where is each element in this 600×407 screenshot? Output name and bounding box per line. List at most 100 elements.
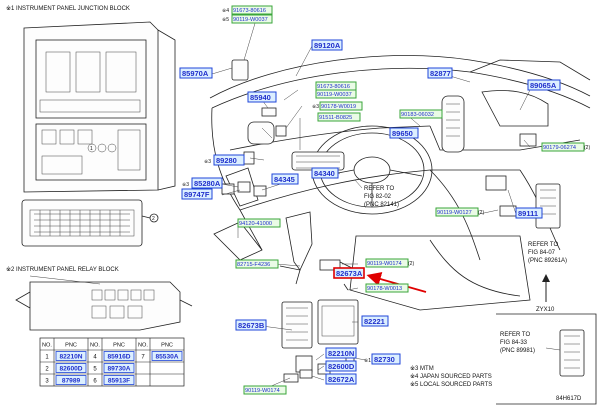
label-84340[interactable]: 84340 [311, 167, 339, 179]
svg-text:94120-41000: 94120-41000 [239, 221, 272, 227]
svg-text:82600D: 82600D [328, 362, 355, 371]
svg-text:82672A: 82672A [328, 375, 355, 384]
svg-text:85940: 85940 [250, 93, 271, 102]
svg-text:89650: 89650 [392, 129, 413, 138]
table-pnc-box[interactable] [55, 351, 87, 361]
mark-japan-1: ※4 [222, 8, 229, 14]
code-90179-06274[interactable]: 90179-06274 [541, 142, 585, 152]
svg-text:90119-W0174: 90119-W0174 [367, 261, 402, 267]
table-no: 4 [93, 355, 97, 361]
table-pnc[interactable]: 82210N [59, 354, 82, 361]
table-pnc[interactable]: 85530A [155, 354, 178, 361]
table-header: NO. [138, 343, 148, 349]
label-82730[interactable]: 82730 [371, 353, 401, 365]
qty-mark-3: (2) [408, 261, 414, 267]
code-90183-06032[interactable]: 90183-06032 [399, 109, 443, 119]
table-pnc[interactable]: 82600D [59, 366, 82, 373]
table-header: PNC [65, 343, 77, 349]
label-82673B[interactable]: 82673B [235, 319, 267, 331]
label-84345[interactable]: 84345 [271, 173, 299, 185]
svg-text:82877: 82877 [430, 69, 451, 78]
svg-text:82673B: 82673B [238, 321, 265, 330]
table-pnc[interactable]: 89730A [107, 366, 130, 373]
svg-text:89065A: 89065A [530, 81, 557, 90]
svg-text:91511-B0825: 91511-B0825 [319, 115, 352, 121]
zyx-code: ZYX10 [536, 307, 555, 313]
svg-text:89120A: 89120A [314, 41, 341, 50]
table-pnc[interactable]: 85913F [108, 378, 130, 385]
code-90119-W0037-a[interactable]: 90119-W0037 [231, 14, 273, 24]
table-pnc-box[interactable] [55, 375, 87, 385]
callout-1: 1 [90, 146, 93, 152]
code-91511-B0825[interactable]: 91511-B0825 [317, 112, 361, 122]
table-pnc[interactable]: 87989 [62, 378, 81, 385]
code-90119-W0174-b[interactable]: 90119-W0174 [243, 385, 287, 395]
svg-text:90178-W0019: 90178-W0019 [321, 104, 356, 110]
label-89111[interactable]: 89111 [515, 207, 543, 219]
svg-text:REFER TO: REFER TO [364, 186, 394, 192]
label-82672A[interactable]: 82672A [325, 373, 357, 385]
code-90119-W0127[interactable]: 90119-W0127 [435, 207, 479, 217]
mark-mtm-1: ※3 [312, 104, 319, 110]
svg-text:90179-06274: 90179-06274 [543, 145, 576, 151]
table-no: 3 [45, 379, 49, 385]
table-no: 5 [93, 367, 97, 373]
table-pnc-box[interactable] [103, 351, 135, 361]
label-82221[interactable]: 82221 [361, 315, 389, 327]
table-no: 2 [45, 367, 49, 373]
mark-mtm-3: ※3 [182, 182, 189, 188]
svg-text:82730: 82730 [374, 355, 395, 364]
code-91673-80616-b[interactable]: 91673-80616 [315, 81, 357, 91]
svg-text:91673-80616: 91673-80616 [233, 8, 266, 14]
label-89065A[interactable]: 89065A [527, 79, 561, 91]
label-85280A[interactable]: 85280A [191, 177, 223, 189]
table-pnc-box[interactable] [151, 351, 183, 361]
refer-fig-84-33[interactable]: REFER TO FIG 84-33 (PNC 89981) [500, 332, 535, 354]
label-89650[interactable]: 89650 [389, 127, 419, 139]
label-85940[interactable]: 85940 [247, 91, 277, 103]
label-89120A[interactable]: 89120A [311, 39, 343, 51]
label-82210N[interactable]: 82210N [325, 347, 357, 359]
label-89747F[interactable]: 89747F [181, 188, 213, 200]
svg-text:FIG 84-33: FIG 84-33 [500, 340, 528, 346]
table-pnc[interactable]: 85916D [107, 354, 130, 361]
code-90119-W0174-a[interactable]: 90119-W0174 [365, 258, 409, 268]
code-90178-W0013[interactable]: 90178-W0013 [365, 283, 409, 293]
svg-text:82715-F4236: 82715-F4236 [237, 262, 270, 268]
refer-fig-82-02[interactable]: REFER TO FIG 82-02 (PNC 82141) [364, 186, 399, 208]
label-82673A[interactable]: 82673A [333, 267, 365, 279]
table-no: 1 [45, 355, 49, 361]
label-85970A[interactable]: 85970A [179, 67, 213, 79]
table-header: PNC [161, 343, 173, 349]
label-89280[interactable]: 89280 [213, 154, 245, 166]
label-82877[interactable]: 82877 [427, 67, 453, 79]
svg-text:90119-W0037: 90119-W0037 [233, 17, 268, 23]
code-90119-W0037-b[interactable]: 90119-W0037 [315, 89, 357, 99]
callout-2: 2 [152, 216, 155, 222]
svg-text:84340: 84340 [314, 169, 335, 178]
ecu-module-drawing [559, 329, 585, 377]
qty-mark-2: (2) [478, 210, 484, 216]
refer-leader-1 [354, 179, 363, 189]
refer-fig-84-07[interactable]: REFER TO FIG 84-07 (PNC 89261A) [528, 242, 567, 264]
table-pnc-box[interactable] [103, 375, 135, 385]
table-pnc-box[interactable] [103, 363, 135, 373]
svg-text:89111: 89111 [518, 209, 538, 218]
svg-text:85280A: 85280A [194, 179, 221, 188]
code-90178-W0019[interactable]: 90178-W0019 [319, 101, 363, 111]
label-82600D[interactable]: 82600D [325, 360, 357, 372]
junction-block-title: ※1 INSTRUMENT PANEL JUNCTION BLOCK [6, 5, 130, 12]
svg-text:90119-W0127: 90119-W0127 [437, 210, 472, 216]
svg-text:91673-80616: 91673-80616 [317, 84, 350, 90]
code-94120-41000[interactable]: 94120-41000 [237, 218, 281, 228]
table-header: NO. [42, 343, 52, 349]
svg-text:REFER TO: REFER TO [528, 242, 558, 248]
code-82715-F4236[interactable]: 82715-F4236 [235, 259, 279, 269]
svg-text:89280: 89280 [216, 156, 237, 165]
svg-text:85970A: 85970A [182, 69, 209, 78]
table-pnc-box[interactable] [55, 363, 87, 373]
code-91673-80616-a[interactable]: 91673-80616 [231, 5, 273, 15]
svg-text:82673A: 82673A [336, 269, 363, 278]
